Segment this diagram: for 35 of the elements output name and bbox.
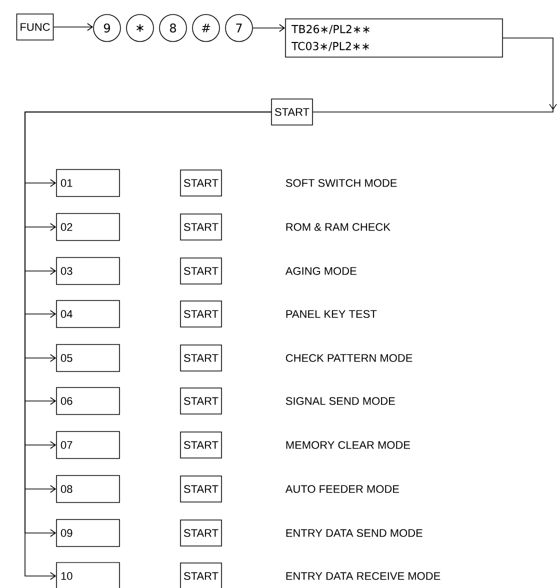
mode-number-box: 03 (56, 257, 120, 285)
mode-number-box: 04 (56, 300, 120, 328)
key-box: START (180, 258, 222, 284)
key-box: START (180, 476, 222, 502)
mode-number-box: 01 (56, 169, 120, 197)
key-box: START (180, 520, 222, 546)
mode-label: ROM & RAM CHECK (286, 223, 390, 231)
key-box: START (180, 562, 222, 588)
key-box: START (271, 98, 313, 126)
version-box: TB26∗/PL2∗∗ TC03∗/PL2∗∗ (285, 18, 503, 58)
mode-number-box: 05 (56, 344, 120, 372)
key-box: START (180, 214, 222, 240)
mode-number-box: 06 (56, 387, 120, 415)
mode-number-box: 10 (56, 562, 120, 588)
mode-label: PANEL KEY TEST (286, 310, 377, 318)
arrow (252, 24, 286, 32)
key-box: FUNC (16, 14, 54, 40)
mode-number-box: 08 (56, 475, 120, 503)
mode-label: SIGNAL SEND MODE (286, 397, 395, 405)
mode-label: AUTO FEEDER MODE (285, 485, 399, 493)
mode-number-box: 09 (56, 519, 120, 547)
mode-number-box: 07 (56, 431, 120, 459)
key-box: START (180, 388, 222, 414)
key-box: START (180, 344, 222, 372)
key-box: START (180, 432, 222, 458)
mode-label: AGING MODE (285, 267, 356, 275)
key-box: START (180, 300, 222, 328)
mode-number-box: 02 (56, 213, 120, 241)
mode-label: CHECK PATTERN MODE (286, 354, 412, 362)
mode-label: MEMORY CLEAR MODE (286, 441, 410, 449)
mode-label: SOFT SWITCH MODE (286, 179, 397, 187)
mode-label: ENTRY DATA RECEIVE MODE (286, 572, 440, 580)
mode-label: ENTRY DATA SEND MODE (286, 529, 422, 537)
key-box: START (180, 170, 222, 196)
arrow (53, 23, 94, 31)
